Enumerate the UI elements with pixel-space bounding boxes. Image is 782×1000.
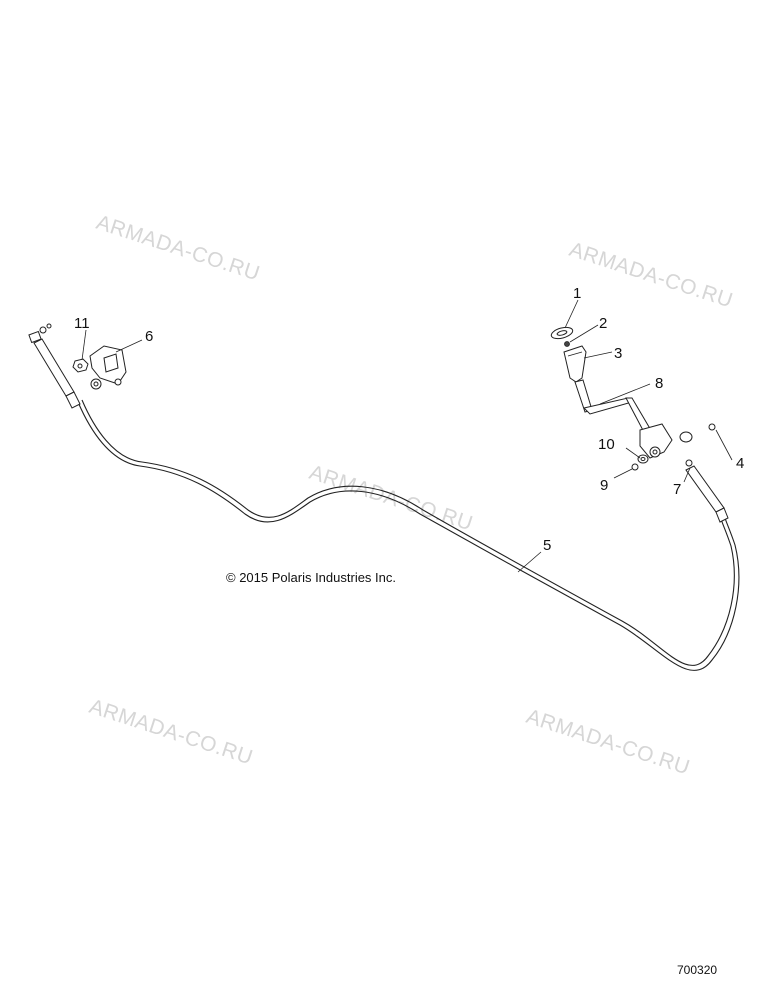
knob-part-3 xyxy=(563,345,587,383)
bushing-part-4 xyxy=(679,423,716,443)
watermarks: ARMADA-CO.RU ARMADA-CO.RU ARMADA-CO.RU A… xyxy=(86,211,735,780)
pin-part-2 xyxy=(564,341,570,347)
callout-7: 7 xyxy=(673,481,681,498)
leader-lines xyxy=(81,299,733,573)
washer-part-10 xyxy=(637,454,649,464)
callout-6: 6 xyxy=(145,328,153,345)
callout-5: 5 xyxy=(543,537,551,554)
nut-part-11 xyxy=(72,358,89,373)
cable-part-5 xyxy=(77,399,740,671)
left-cable-end xyxy=(28,323,81,409)
callout-8: 8 xyxy=(655,375,663,392)
callout-3: 3 xyxy=(614,345,622,362)
callout-4: 4 xyxy=(736,455,744,472)
right-cable-end-part-7 xyxy=(685,459,729,523)
clip-part-9 xyxy=(631,463,639,471)
watermark-top-left: ARMADA-CO.RU xyxy=(93,211,262,286)
watermark-bottom-right: ARMADA-CO.RU xyxy=(523,705,692,780)
callout-10: 10 xyxy=(598,436,615,453)
callout-11: 11 xyxy=(74,315,90,332)
watermark-bottom-left: ARMADA-CO.RU xyxy=(86,695,255,770)
callout-numbers: 1 2 3 4 5 6 7 8 9 10 11 xyxy=(74,285,744,554)
watermark-center: ARMADA-CO.RU xyxy=(306,461,475,536)
copyright-notice: © 2015 Polaris Industries Inc. xyxy=(226,570,396,585)
diagram-id: 700320 xyxy=(677,963,717,977)
lever-part-8 xyxy=(574,379,673,459)
callout-2: 2 xyxy=(599,315,607,332)
bracket-part-6 xyxy=(89,345,127,390)
callout-9: 9 xyxy=(600,477,608,494)
clip-part-1 xyxy=(550,326,574,340)
watermark-top-right: ARMADA-CO.RU xyxy=(566,238,735,313)
callout-1: 1 xyxy=(573,285,581,302)
